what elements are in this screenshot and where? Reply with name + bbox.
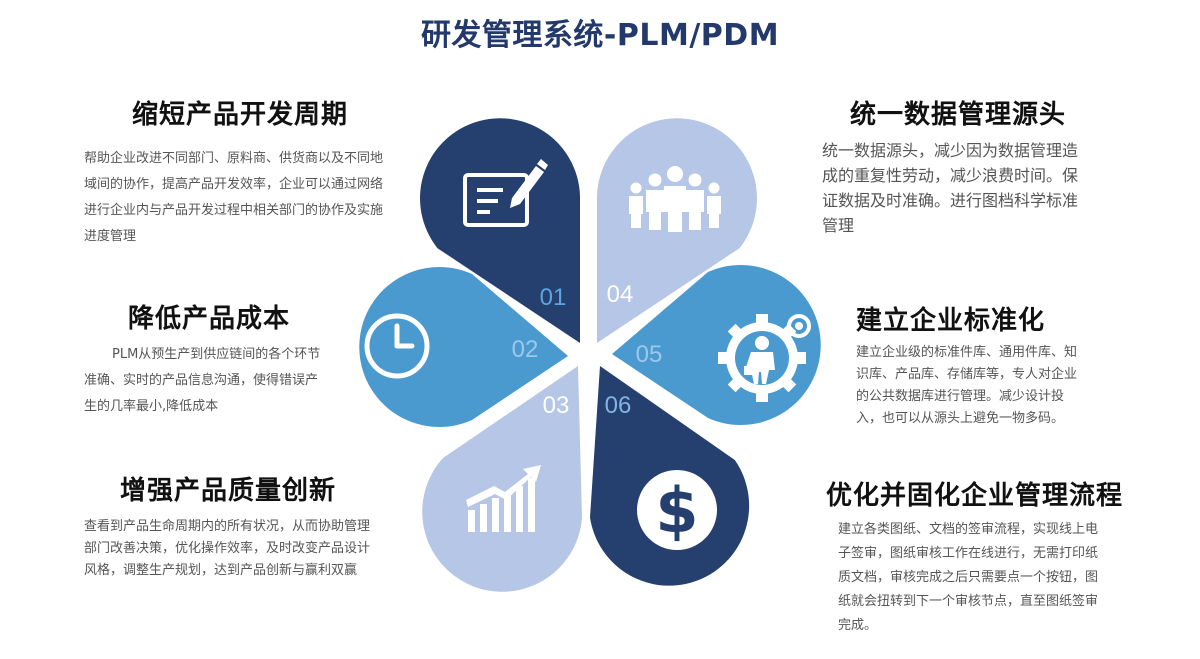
desc-reduce-cost: PLM从预生产到供应链间的各个环节准确、实时的产品信息沟通，使得错误产生的几率最…: [84, 347, 321, 414]
petal-number-03: 03: [543, 392, 570, 419]
growth-chart-icon: [466, 465, 541, 532]
petal-number-04: 04: [607, 281, 634, 308]
petal-number-02: 02: [512, 336, 539, 363]
heading-standardization: 建立企业标准化: [856, 306, 1046, 336]
desc-quality-innovation: 查看到产品生命周期内的所有状况，从而协助管理部门改善决策，优化操作效率，及时改变…: [84, 519, 371, 578]
svg-text:$: $: [655, 474, 698, 547]
petal-number-05: 05: [636, 341, 663, 368]
petal-02: 02: [359, 267, 568, 428]
document-edit-icon: [463, 159, 548, 227]
desc-optimize-process: 建立各类图纸、文档的签审流程，实现线上电子签审，图纸审核工作在线进行，无需打印纸…: [838, 522, 1099, 633]
desc-unify-data: 统一数据源头，减少因为数据管理造成的重复性劳动，减少浪费时间。保证数据及时准确。…: [822, 141, 1079, 235]
heading-quality-innovation: 增强产品质量创新: [120, 476, 337, 506]
heading-optimize-process: 优化并固化企业管理流程: [826, 481, 1124, 511]
heading-unify-data: 统一数据管理源头: [850, 100, 1067, 130]
clock-icon: [364, 313, 430, 379]
petal-number-01: 01: [540, 284, 567, 311]
heading-reduce-cost: 降低产品成本: [128, 304, 291, 334]
dollar-icon: $: [637, 470, 717, 550]
heading-shorten-cycle: 缩短产品开发周期: [132, 100, 349, 130]
petal-03: 03: [422, 366, 582, 592]
desc-standardization: 建立企业级的标准件库、通用件库、知识库、产品库、存储库等，专人对企业的公共数据库…: [856, 345, 1078, 426]
people-group-icon: [629, 166, 721, 232]
desc-shorten-cycle: 帮助企业改进不同部门、原料商、供货商以及不同地域间的协作，提高产品开发效率，企业…: [84, 151, 384, 244]
petal-number-06: 06: [605, 392, 632, 419]
page-title: 研发管理系统-PLM/PDM: [420, 18, 780, 53]
